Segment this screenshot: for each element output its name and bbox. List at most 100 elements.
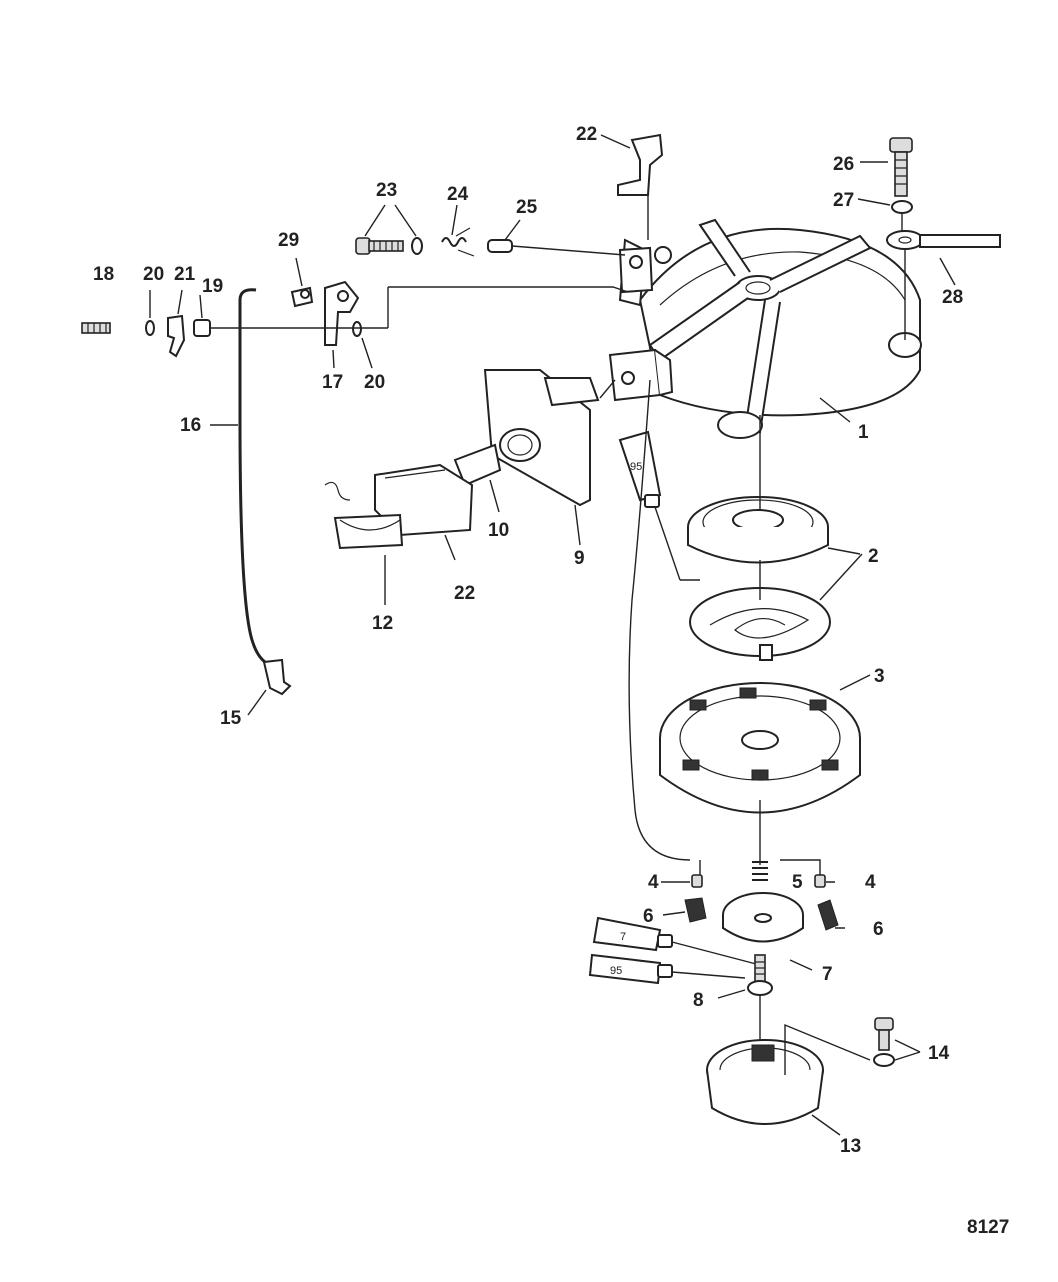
- spring-5: [752, 861, 768, 881]
- bolt-26: [889, 137, 913, 197]
- lube-leader: [654, 506, 681, 581]
- cable-clamp-21: [167, 314, 186, 358]
- cable-guide-block: [608, 348, 674, 402]
- callout-2: 2: [868, 546, 879, 567]
- callout-16: 16: [180, 415, 201, 436]
- rope-line: [628, 379, 691, 861]
- screw-8: [747, 954, 773, 996]
- washer-20-right: [352, 321, 362, 337]
- callout-1: 1: [858, 422, 869, 443]
- callout-24: 24: [447, 184, 469, 205]
- starter-cup-13: [706, 1039, 824, 1125]
- pawl-6-left: [684, 897, 707, 923]
- screw-18: [81, 322, 111, 334]
- callout-leader: [451, 204, 458, 236]
- lube-leader: [671, 941, 761, 966]
- spring-24: [441, 227, 475, 257]
- callout-12: 12: [372, 613, 393, 634]
- lubricant-tube-95-bottom: 95: [588, 953, 673, 985]
- rewind-spring-cup-2: [687, 496, 829, 564]
- ground-strap-28: [886, 230, 1001, 250]
- center-axis: [699, 859, 821, 875]
- callout-14: 14: [928, 1043, 950, 1064]
- callout-18: 18: [93, 264, 114, 285]
- tube-7-label: 7: [620, 931, 626, 943]
- callout-leader: [839, 674, 871, 691]
- callout-3: 3: [874, 666, 885, 687]
- lockout-lever: [617, 133, 664, 196]
- bolt-washer-14: [873, 1017, 895, 1067]
- handle-insert-12: [333, 513, 404, 550]
- callout-10: 10: [488, 520, 509, 541]
- callout-leader: [857, 161, 891, 206]
- pawl-spring-4-right: [814, 874, 826, 888]
- lubricant-tube-7: 7: [592, 916, 673, 952]
- callout-22-bottom: 22: [454, 583, 475, 604]
- screw-23: [355, 237, 423, 255]
- callout-19: 19: [202, 276, 223, 297]
- figure-number: 8127: [967, 1217, 1009, 1238]
- rope-route: [599, 379, 616, 399]
- callout-leader: [939, 257, 956, 286]
- pawl-6-right: [817, 899, 839, 931]
- callout-leader: [784, 1023, 921, 1075]
- pulley-3: [659, 682, 861, 814]
- callout-23: 23: [376, 180, 397, 201]
- grommet-10: [453, 443, 502, 487]
- pawl-spring-4-left: [691, 874, 703, 888]
- callout-leader: [384, 534, 456, 605]
- callout-29: 29: [278, 230, 299, 251]
- callout-4-left: 4: [648, 872, 659, 893]
- callout-27: 27: [833, 190, 854, 211]
- callout-leader: [819, 397, 851, 423]
- callout-leader: [364, 204, 417, 237]
- callout-13: 13: [840, 1136, 861, 1157]
- assembly-line: [901, 214, 906, 340]
- callout-20-left: 20: [143, 264, 164, 285]
- callout-9: 9: [574, 548, 585, 569]
- callout-8: 8: [693, 990, 704, 1011]
- callout-25: 25: [516, 197, 538, 218]
- assembly-line: [511, 245, 626, 256]
- bushing-19: [193, 319, 211, 337]
- callout-leader: [661, 881, 845, 971]
- shift-cable-16: [238, 288, 271, 667]
- callout-leader: [332, 337, 373, 369]
- handle-bracket-9: [483, 369, 600, 507]
- tube-95-top-label: 95: [630, 461, 642, 473]
- callout-15: 15: [220, 708, 242, 729]
- rewind-spring-2: [689, 587, 831, 661]
- bushing-25: [487, 239, 513, 253]
- callout-leader: [247, 689, 267, 716]
- clip-29: [290, 286, 314, 308]
- cable-end-15: [262, 658, 292, 696]
- lube-leader: [671, 971, 746, 979]
- link-rod: [388, 286, 629, 293]
- callout-leader: [295, 257, 303, 287]
- lever-pivot: [618, 246, 672, 294]
- callout-leader: [149, 289, 203, 319]
- callout-21: 21: [174, 264, 196, 285]
- interlock-plate-17: [324, 280, 360, 346]
- callout-leader: [600, 134, 631, 149]
- starter-rope: [324, 481, 351, 501]
- lubricant-tube-95-top: 95: [618, 430, 662, 508]
- callout-leader: [504, 219, 521, 241]
- callout-20-right: 20: [364, 372, 385, 393]
- callout-22-top: 22: [576, 124, 597, 145]
- callout-26: 26: [833, 154, 854, 175]
- pawl-plate-7: [722, 892, 804, 943]
- callout-leader: [489, 479, 581, 546]
- callout-leader: [819, 547, 863, 601]
- callout-leader: [811, 1114, 841, 1136]
- callout-17: 17: [322, 372, 343, 393]
- callout-7: 7: [822, 964, 833, 985]
- callout-5: 5: [792, 872, 803, 893]
- callout-4-right: 4: [865, 872, 876, 893]
- washer-20-left: [145, 320, 155, 336]
- tube-95-bottom-label: 95: [610, 965, 622, 977]
- callout-28: 28: [942, 287, 963, 308]
- callout-6-right: 6: [873, 919, 884, 940]
